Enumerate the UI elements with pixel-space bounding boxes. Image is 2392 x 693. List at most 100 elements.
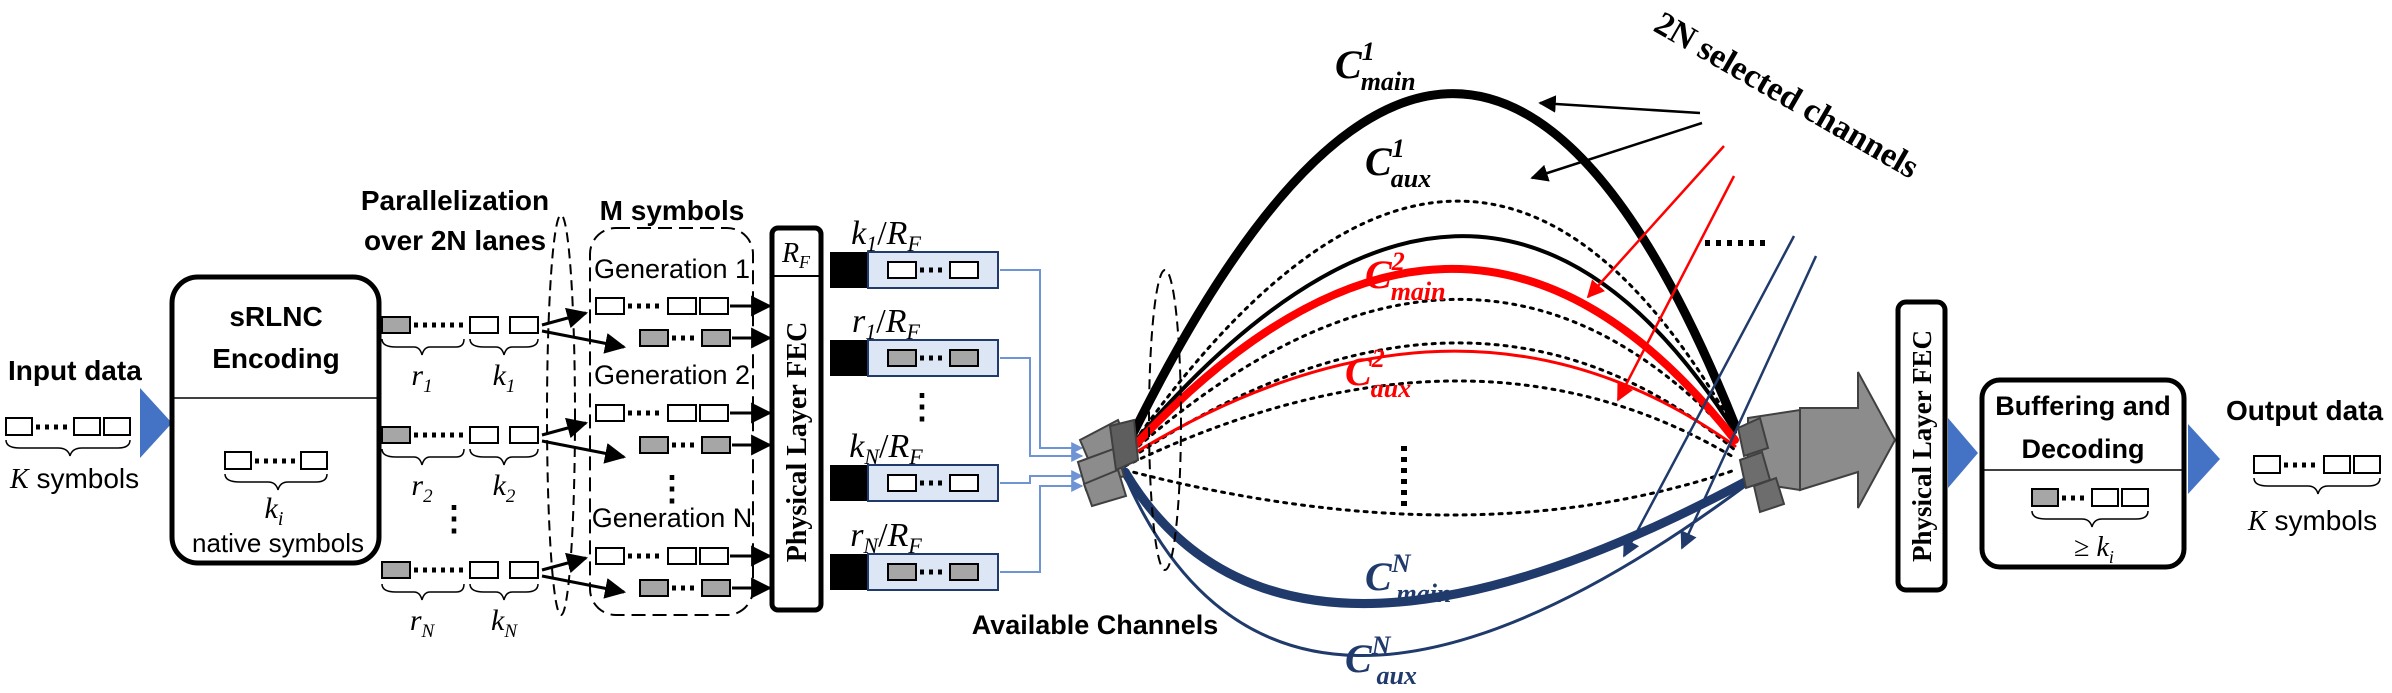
input-section: Input data K symbols (5, 355, 172, 495)
transmitter-icon (1076, 418, 1140, 508)
rx-fec-block: Physical Layer FEC (1895, 299, 1978, 593)
decoder-block: Buffering and Decoding ≥ ki (1979, 377, 2187, 570)
k-brace (469, 338, 539, 356)
channel-arcs (1120, 89, 1750, 657)
native-symbol (469, 316, 499, 334)
lane-k-label: k1​ (493, 359, 516, 397)
symbol-box (887, 563, 917, 581)
lane-k-label: k2​ (493, 469, 516, 507)
available-channels-ellipse (1148, 269, 1182, 571)
symbol-box (949, 349, 979, 367)
input-brace (5, 439, 131, 457)
encoder-symbol (300, 451, 328, 470)
lanes-vertical-dots: ⋮ (437, 500, 471, 538)
parallel-title-line1: Parallelization (361, 185, 549, 216)
symbol-box (949, 261, 979, 279)
encoder-title-line1: sRLNC (229, 301, 322, 332)
tx-connector-lines (1000, 269, 1084, 573)
r-brace (381, 583, 465, 601)
channel-c1-main-arc (1120, 89, 1740, 455)
lane-arrow (541, 307, 589, 329)
pointer-arrow (1616, 175, 1736, 402)
lane-arrow (541, 329, 627, 354)
symbol-box (667, 404, 697, 422)
symbol-box (595, 297, 625, 315)
tx-fec-block: RF Physical Layer FEC (769, 225, 824, 613)
generations-section: M symbols Generation 1 Generation 2 Genera… (589, 195, 773, 616)
lane-arrow (541, 574, 627, 599)
generation: Generation 1 (594, 254, 773, 349)
parallel-title-line2: over 2N lanes (364, 225, 546, 256)
decoder-symbol (2121, 488, 2149, 507)
input-symbol-row (5, 417, 131, 436)
pointer-arrow (1622, 235, 1796, 558)
lane-r-label: r2​ (411, 469, 433, 507)
k-brace (469, 448, 539, 466)
lane: r2​ k2​ (381, 417, 627, 507)
symbol-box (701, 579, 731, 597)
pointer-arrow (1586, 145, 1725, 299)
symbol-box (699, 404, 729, 422)
decoder-title-line1: Buffering and (1995, 391, 2171, 421)
native-symbol (469, 561, 499, 579)
decoder-title-line2: Decoding (2021, 434, 2144, 464)
tx-fec-label: Physical Layer FEC (782, 322, 813, 563)
receiver-icon (1736, 371, 1897, 514)
decoder-ki-label: ≥ ki (2074, 532, 2114, 567)
native-symbol (509, 561, 539, 579)
native-symbol (469, 426, 499, 444)
output-symbol (2353, 455, 2381, 474)
fec-coded-blocks: k1​/RF​r1​/RF​kN​/RF​rN​/RF​ (830, 215, 999, 591)
fec-coded-block: r1​/RF​ (830, 303, 999, 377)
pointer-arrow (1530, 121, 1703, 182)
generation: Generation 2 (594, 360, 773, 456)
input-title: Input data (8, 355, 142, 386)
symbol-box (949, 474, 979, 492)
symbol-box (667, 297, 697, 315)
encoder-brace (224, 473, 328, 491)
decoder-brace (2031, 510, 2149, 528)
symbol-box (949, 563, 979, 581)
output-symbol (2323, 455, 2351, 474)
decoder-box (1979, 377, 2187, 570)
encoder-native-label: native symbols (192, 528, 364, 558)
lane-r-label: rN​ (410, 604, 436, 642)
input-symbol (103, 417, 131, 436)
native-symbol (509, 316, 539, 334)
fec-header (830, 340, 868, 376)
decoder-symbol (2091, 488, 2119, 507)
generations-title: M symbols (600, 195, 745, 226)
symbol-box (701, 436, 731, 454)
output-arrow (2188, 424, 2220, 494)
fec-header (830, 252, 868, 288)
symbol-box (639, 579, 669, 597)
input-symbol (5, 417, 33, 436)
lane-arrow (541, 439, 627, 464)
generation-label: Generation 2 (594, 360, 750, 390)
symbol-box (595, 547, 625, 565)
generation-label: Generation 1 (594, 254, 750, 284)
native-symbol (509, 426, 539, 444)
redundant-symbol (381, 316, 411, 334)
output-brace (2253, 477, 2381, 495)
input-arrow (140, 388, 172, 458)
encoder-box (169, 274, 382, 566)
generation-label: Generation N (592, 503, 753, 533)
channel-c1-aux-arc (1123, 234, 1737, 455)
symbol-box (699, 547, 729, 565)
symbol-box (699, 297, 729, 315)
generation: Generation N (592, 503, 773, 599)
parallelization-section: Parallelization over 2N lanes r1​k1​r2​k… (361, 185, 627, 642)
symbol-box (639, 436, 669, 454)
encoder-title-line2: Encoding (212, 343, 340, 374)
available-channel-arc (1123, 298, 1737, 460)
